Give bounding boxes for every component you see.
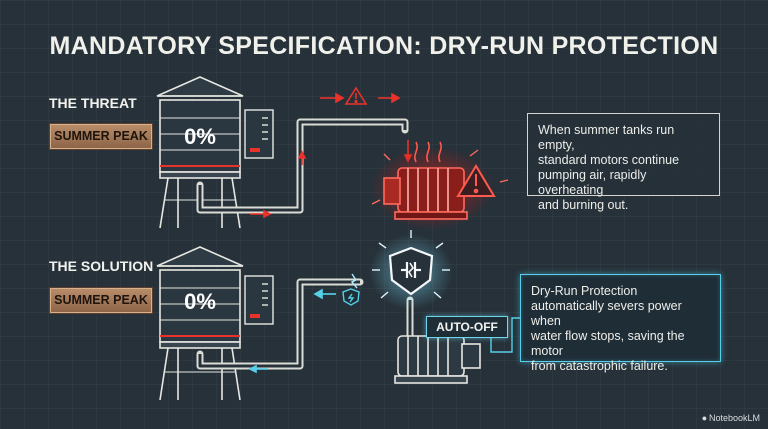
solution-callout-line: automatically severs power when [531,299,682,328]
logo-text: NotebookLM [708,413,760,423]
level-gauge-solution [244,275,274,325]
threat-section-label: THE THREAT [49,95,137,111]
warning-icon [456,164,496,197]
shield-icon [342,288,360,306]
threat-tank-level: 0% [184,124,216,149]
auto-off-badge: AUTO-OFF [426,316,508,338]
page-title: MANDATORY SPECIFICATION: DRY-RUN PROTECT… [49,32,719,60]
level-gauge-threat [244,109,274,159]
warning-icon [344,86,368,105]
threat-callout-line: When summer tanks run empty, [538,123,675,152]
threat-callout-line: pumping air, rapidly overheating [538,168,647,197]
flow-arrows-solution [248,288,336,374]
protected-motor [394,335,481,384]
lightning-icon [350,273,358,289]
overheating-motor [383,167,468,220]
solution-callout-line: water flow stops, saving the motor [531,329,685,358]
logo-mark-icon: ● [701,413,709,423]
solution-callout: Dry-Run Protection automatically severs … [520,274,721,373]
solution-tank-level: 0% [184,289,216,314]
notebooklm-logo: ● NotebookLM [702,413,760,423]
solution-season-tag: SUMMER PEAK [50,288,152,313]
threat-callout-line: and burning out. [538,198,629,212]
solution-section-label: THE SOLUTION [49,258,154,274]
threat-callout: When summer tanks run empty, standard mo… [527,113,720,212]
solution-callout-line: Dry-Run Protection [531,284,638,298]
water-tank-threat [156,76,244,229]
water-tank-solution [156,246,244,401]
connector-line [490,317,520,353]
solution-callout-line: from catastrophic failure. [531,359,668,373]
shield-icon [388,246,434,296]
threat-season-tag: SUMMER PEAK [50,124,152,149]
fire-icon [414,141,442,163]
threat-callout-line: standard motors continue [538,153,680,167]
